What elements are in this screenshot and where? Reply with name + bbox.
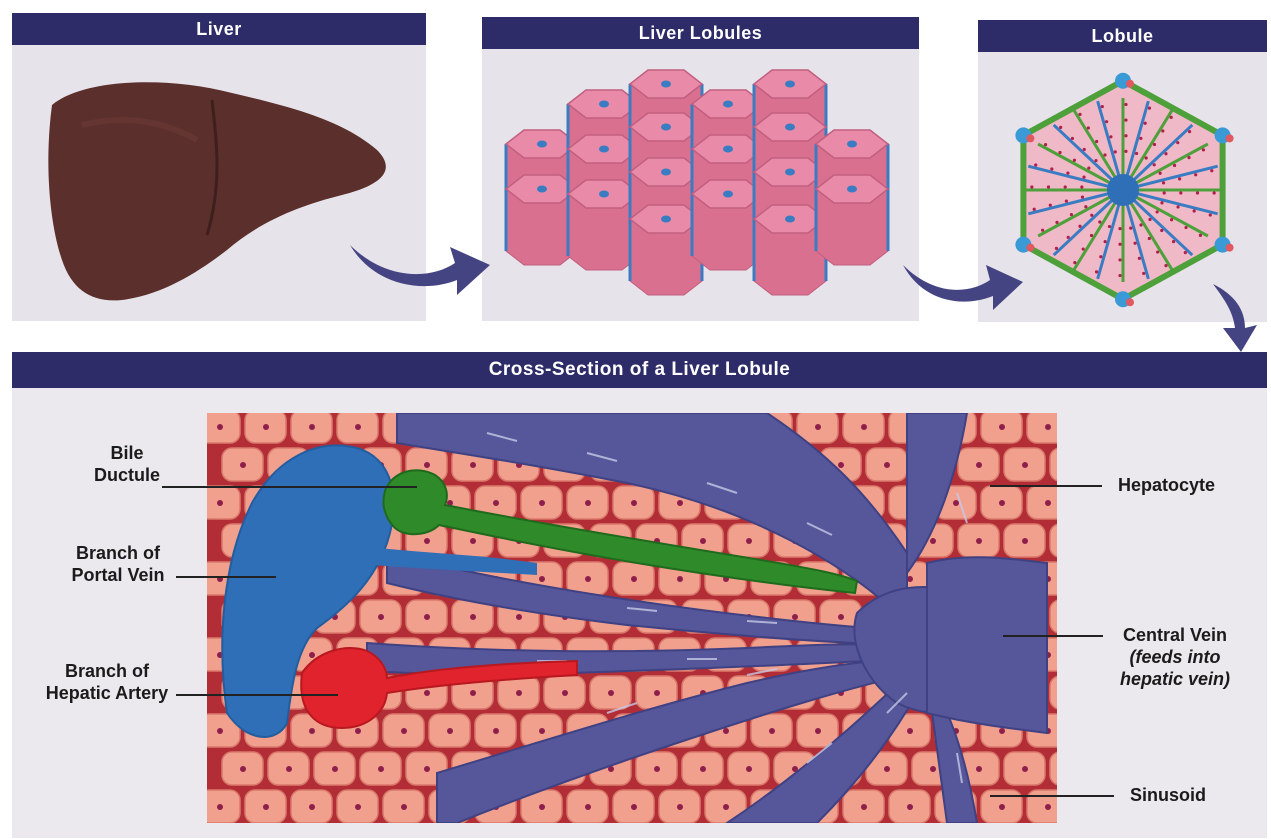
label-bile-ductule-line1: Bile [92, 442, 162, 464]
hepatocyte [1050, 676, 1057, 709]
hepatocyte [337, 413, 378, 443]
hepatocyte [245, 413, 286, 443]
label-hepatic-artery: Branch of Hepatic Artery [42, 660, 172, 704]
label-central-vein-note-line2: hepatic vein) [1100, 668, 1250, 690]
hepatocyte [521, 486, 562, 519]
hepatocyte [291, 790, 332, 823]
hepatocyte [429, 714, 470, 747]
label-hepatocyte: Hepatocyte [1118, 474, 1215, 496]
hepatocyte [659, 790, 700, 823]
label-central-vein-text: Central Vein [1100, 624, 1250, 646]
hepatocyte [1027, 413, 1057, 443]
hepatocyte [981, 413, 1022, 443]
lobules-panel-title: Liver Lobules [482, 17, 919, 49]
hepatocyte [613, 790, 654, 823]
lobule-central-vein [1107, 174, 1139, 206]
hepatocyte [1050, 448, 1057, 481]
central-vein-body [927, 557, 1047, 733]
hepatocyte [406, 600, 447, 633]
hepatocyte [291, 413, 332, 443]
label-portal-vein-line1: Branch of [58, 542, 178, 564]
hepatocyte [1004, 448, 1045, 481]
arrow-liver-to-lobules-icon [345, 225, 495, 305]
hepatocyte [498, 676, 539, 709]
hepatocyte [590, 676, 631, 709]
hepatocyte [866, 448, 907, 481]
label-hepatic-artery-line1: Branch of [42, 660, 172, 682]
hepatocyte [314, 752, 355, 785]
hepatocyte [958, 448, 999, 481]
hepatocyte [222, 752, 263, 785]
lobule-panel-title: Lobule [978, 20, 1267, 52]
hepatocyte [1050, 752, 1057, 785]
hepatocyte [613, 562, 654, 595]
hepatocyte [843, 790, 884, 823]
hepatocyte [383, 714, 424, 747]
hepatocyte [1004, 524, 1045, 557]
hepatocyte [1050, 524, 1057, 557]
hepatocyte [268, 752, 309, 785]
lobules-illustration [482, 49, 919, 321]
hepatocyte [475, 714, 516, 747]
hepatocyte [1004, 752, 1045, 785]
hepatocyte [207, 790, 240, 823]
lobule-prism [816, 175, 888, 265]
hepatocyte [544, 676, 585, 709]
cross-section-title: Cross-Section of a Liver Lobule [12, 352, 1267, 388]
hepatocyte [636, 752, 677, 785]
hepatocyte [207, 486, 240, 519]
hepatocyte [889, 790, 930, 823]
hepatocyte [360, 600, 401, 633]
liver-panel-title: Liver [12, 13, 426, 45]
hepatocyte [843, 413, 884, 443]
leader-hepatocyte [990, 485, 1102, 487]
hepatocyte [1050, 600, 1057, 633]
hepatocyte [337, 790, 378, 823]
hepatocyte [613, 486, 654, 519]
hepatocyte [981, 486, 1022, 519]
hepatocyte [1027, 486, 1057, 519]
label-bile-ductule: Bile Ductule [92, 442, 162, 486]
hepatocyte [383, 790, 424, 823]
cross-section-illustration [207, 413, 1057, 823]
label-sinusoid: Sinusoid [1130, 784, 1206, 806]
hepatocyte [245, 790, 286, 823]
hepatocyte [958, 524, 999, 557]
leader-bile-ductule [162, 486, 417, 488]
label-bile-ductule-line2: Ductule [92, 464, 162, 486]
hepatocyte [360, 752, 401, 785]
arrow-lobules-to-lobule-icon [898, 250, 1028, 315]
hepatocyte [728, 524, 769, 557]
lobules-panel: Liver Lobules [482, 17, 919, 321]
hepatocyte [207, 413, 240, 443]
leader-central-vein [1003, 635, 1103, 637]
leader-portal-vein [176, 576, 276, 578]
hepatocyte [567, 486, 608, 519]
label-portal-vein: Branch of Portal Vein [58, 542, 178, 586]
hepatocyte [222, 448, 263, 481]
hepatocyte [751, 714, 792, 747]
lobules-illustration-area [482, 49, 919, 321]
leader-hepatic-artery [176, 694, 338, 696]
label-hepatic-artery-line2: Hepatic Artery [42, 682, 172, 704]
label-portal-vein-line2: Portal Vein [58, 564, 178, 586]
label-central-vein-note-line1: (feeds into [1100, 646, 1250, 668]
arrow-lobule-to-cross-section-icon [1205, 280, 1265, 355]
hepatocyte [682, 752, 723, 785]
leader-sinusoid [990, 795, 1114, 797]
label-central-vein: Central Vein (feeds into hepatic vein) [1100, 624, 1250, 690]
hepatocyte [728, 752, 769, 785]
hepatocyte [567, 790, 608, 823]
